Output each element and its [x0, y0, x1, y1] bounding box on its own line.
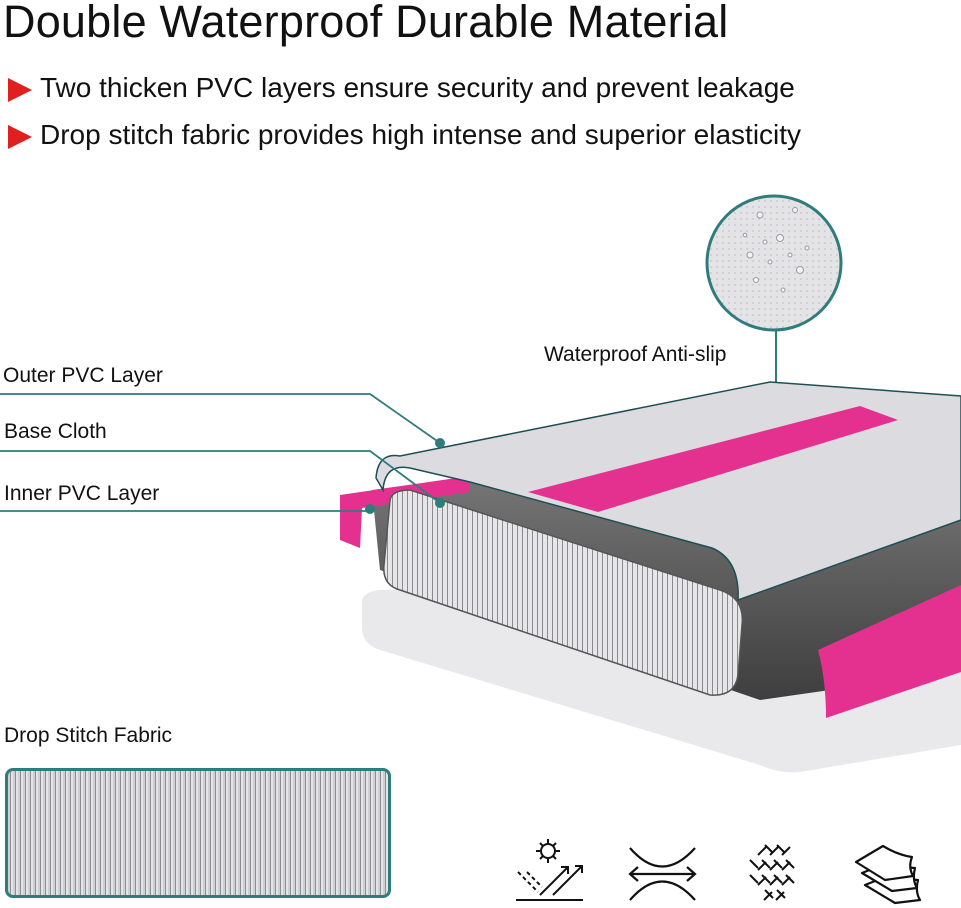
drop-stitch-fabric-label: Drop Stitch Fabric	[4, 724, 173, 747]
waterproof-anti-slip-label: Waterproof Anti-slip	[544, 343, 727, 366]
bullet-item: Two thicken PVC layers ensure security a…	[8, 72, 795, 104]
waterproof-texture-magnifier	[705, 194, 843, 332]
bullet-triangle-icon	[8, 78, 32, 102]
drop-stitch-fabric-swatch	[5, 768, 391, 898]
outer-pvc-layer-label: Outer PVC Layer	[3, 364, 163, 387]
woven-fabric-icon	[749, 844, 795, 901]
bullet-triangle-icon	[8, 125, 32, 149]
elastic-stretch-icon	[628, 847, 697, 901]
layers-icon	[854, 844, 922, 905]
bullet-text: Drop stitch fabric provides high intense…	[40, 119, 802, 150]
bullet-item: Drop stitch fabric provides high intense…	[8, 119, 801, 151]
inner-pvc-layer-label: Inner PVC Layer	[4, 482, 160, 505]
uv-resistant-icon	[516, 839, 583, 901]
page-title: Double Waterproof Durable Material	[3, 0, 729, 47]
base-cloth-label: Base Cloth	[4, 420, 107, 443]
bullet-text: Two thicken PVC layers ensure security a…	[40, 72, 795, 103]
